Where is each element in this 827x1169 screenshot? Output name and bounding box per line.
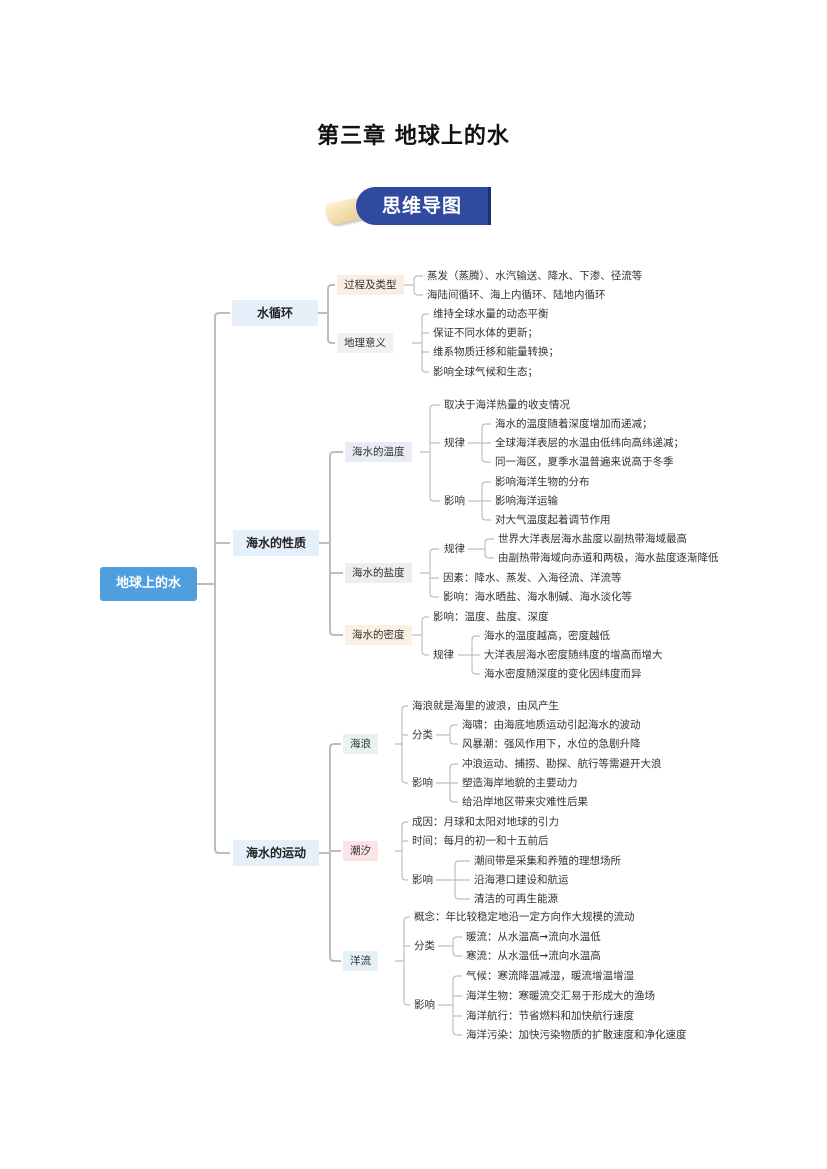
mind-map-leaf: 塑造海岸地貌的主要动力 bbox=[462, 777, 578, 789]
connector-line bbox=[318, 743, 341, 962]
mind-map-leaf: 维持全球水量的动态平衡 bbox=[433, 308, 549, 320]
mind-map-leaf: 海啸：由海底地质运动引起海水的波动 bbox=[462, 719, 641, 731]
mind-map-leaf: 同一海区，夏季水温普遍来说高于冬季 bbox=[495, 456, 674, 468]
mind-map-leaf: 影响 bbox=[444, 495, 465, 507]
connector-line bbox=[395, 821, 408, 881]
mind-map-leaf: 海洋航行：节省燃料和加快航行速度 bbox=[466, 1010, 634, 1022]
node-seawater-motion: 海水的运动 bbox=[233, 840, 319, 866]
mind-map-leaf: 气候：寒流降温减湿，暖流增温增湿 bbox=[466, 970, 634, 982]
mind-map-leaf: 影响 bbox=[412, 777, 433, 789]
mind-map-leaf: 分类 bbox=[414, 940, 435, 952]
mind-map-leaf: 规律 bbox=[444, 437, 465, 449]
connector-line bbox=[458, 635, 480, 675]
mind-map-leaf: 给沿岸地区带来灾难性后果 bbox=[462, 796, 588, 808]
mind-map-leaf: 时间：每月的初一和十五前后 bbox=[412, 835, 549, 847]
mind-map-leaf: 保证不同水体的更新； bbox=[433, 327, 538, 339]
mind-map-leaf: 清洁的可再生能源 bbox=[474, 893, 558, 905]
connector-line bbox=[395, 705, 408, 784]
mind-map-leaf: 由副热带海域向赤道和两极，海水盐度逐渐降低 bbox=[498, 552, 719, 564]
node-salinity: 海水的盐度 bbox=[345, 563, 412, 583]
mind-map-leaf: 影响：温度、盐度、深度 bbox=[433, 611, 549, 623]
mind-map-leaf: 影响 bbox=[412, 874, 433, 886]
connector-line bbox=[438, 975, 462, 1036]
root-node: 地球上的水 bbox=[100, 567, 197, 601]
mind-map-leaf: 分类 bbox=[412, 729, 433, 741]
mind-map-leaf: 海洋生物：寒暖流交汇易于形成大的渔场 bbox=[466, 990, 655, 1002]
mind-map-leaf: 规律 bbox=[444, 543, 465, 555]
mind-map-leaf: 海水密度随深度的变化因纬度而异 bbox=[484, 668, 642, 680]
connector-line bbox=[420, 404, 440, 502]
mind-map-leaf: 海水的温度随着深度增加而递减； bbox=[495, 418, 653, 430]
node-density: 海水的密度 bbox=[345, 625, 412, 645]
node-seawater-properties: 海水的性质 bbox=[233, 530, 319, 556]
banner-label: 思维导图 bbox=[356, 187, 491, 225]
mind-map-leaf: 因素：降水、蒸发、入海径流、洋流等 bbox=[443, 572, 622, 584]
connector-line bbox=[468, 538, 494, 559]
mind-map-leaf: 蒸发（蒸腾）、水汽输送、降水、下渗、径流等 bbox=[427, 270, 643, 282]
mind-map-leaf: 规律 bbox=[433, 649, 454, 661]
mind-map-leaf: 风暴潮：强风作用下，水位的急剧升降 bbox=[462, 738, 641, 750]
connector-line bbox=[436, 860, 470, 900]
mind-map-leaf: 影响 bbox=[414, 999, 435, 1011]
node-process: 过程及类型 bbox=[337, 275, 404, 295]
mind-map-leaf: 潮间带是采集和养殖的理想场所 bbox=[474, 855, 621, 867]
connector-line bbox=[197, 312, 230, 854]
node-currents: 洋流 bbox=[343, 951, 378, 971]
mind-map-leaf: 海浪就是海里的波浪，由风产生 bbox=[412, 700, 559, 712]
mind-map-leaf: 成因：月球和太阳对地球的引力 bbox=[412, 816, 559, 828]
mind-map-leaf: 影响海洋运输 bbox=[495, 495, 558, 507]
node-water-cycle: 水循环 bbox=[232, 300, 318, 326]
connector-line bbox=[420, 548, 439, 598]
mind-map-leaf: 维系物质迁移和能量转换； bbox=[433, 346, 559, 358]
mind-map-leaf: 取决于海洋热量的收支情况 bbox=[444, 399, 570, 411]
node-tides: 潮汐 bbox=[343, 841, 378, 861]
mind-map-leaf: 大洋表层海水密度随纬度的增高而增大 bbox=[484, 649, 663, 661]
connector-line bbox=[410, 616, 429, 656]
connector-line bbox=[468, 423, 491, 463]
node-temperature: 海水的温度 bbox=[345, 442, 412, 462]
connector-line bbox=[318, 451, 343, 636]
connector-line bbox=[402, 275, 423, 296]
connector-line bbox=[436, 763, 458, 803]
mind-map-leaf: 寒流：从水温低➞流向水温高 bbox=[466, 950, 601, 962]
connector-line bbox=[412, 313, 429, 373]
connector-line bbox=[436, 724, 458, 745]
mind-map-leaf: 影响全球气候和生态； bbox=[433, 366, 538, 378]
node-waves: 海浪 bbox=[343, 734, 378, 754]
mind-map-leaf: 概念：年比较稳定地沿一定方向作大规模的流动 bbox=[414, 911, 635, 923]
mind-map-leaf: 暖流：从水温高➞流向水温低 bbox=[466, 931, 601, 943]
mind-map-leaf: 海陆间循环、海上内循环、陆地内循环 bbox=[427, 289, 606, 301]
mind-map-banner: 思维导图 bbox=[324, 186, 491, 228]
mind-map-leaf: 海洋污染：加快污染物质的扩散速度和净化速度 bbox=[466, 1029, 687, 1041]
mind-map-leaf: 影响：海水晒盐、海水制碱、海水淡化等 bbox=[443, 591, 632, 603]
page-title: 第三章 地球上的水 bbox=[317, 123, 510, 149]
node-significance: 地理意义 bbox=[337, 333, 393, 353]
connector-line bbox=[395, 916, 410, 1006]
mind-map-leaf: 沿海港口建设和航运 bbox=[474, 874, 569, 886]
mind-map-leaf: 海水的温度越高，密度越低 bbox=[484, 630, 610, 642]
mind-map-leaf: 对大气温度起着调节作用 bbox=[495, 514, 611, 526]
mind-map-leaf: 世界大洋表层海水盐度以副热带海域最高 bbox=[498, 533, 687, 545]
connector-line bbox=[438, 936, 462, 957]
mind-map-leaf: 冲浪运动、捕捞、勘探、航行等需避开大浪 bbox=[462, 758, 662, 770]
mind-map-leaf: 全球海洋表层的水温由低纬向高纬递减； bbox=[495, 437, 684, 449]
mind-map-leaf: 影响海洋生物的分布 bbox=[495, 476, 590, 488]
connector-line bbox=[318, 284, 335, 344]
connector-line bbox=[468, 481, 491, 521]
